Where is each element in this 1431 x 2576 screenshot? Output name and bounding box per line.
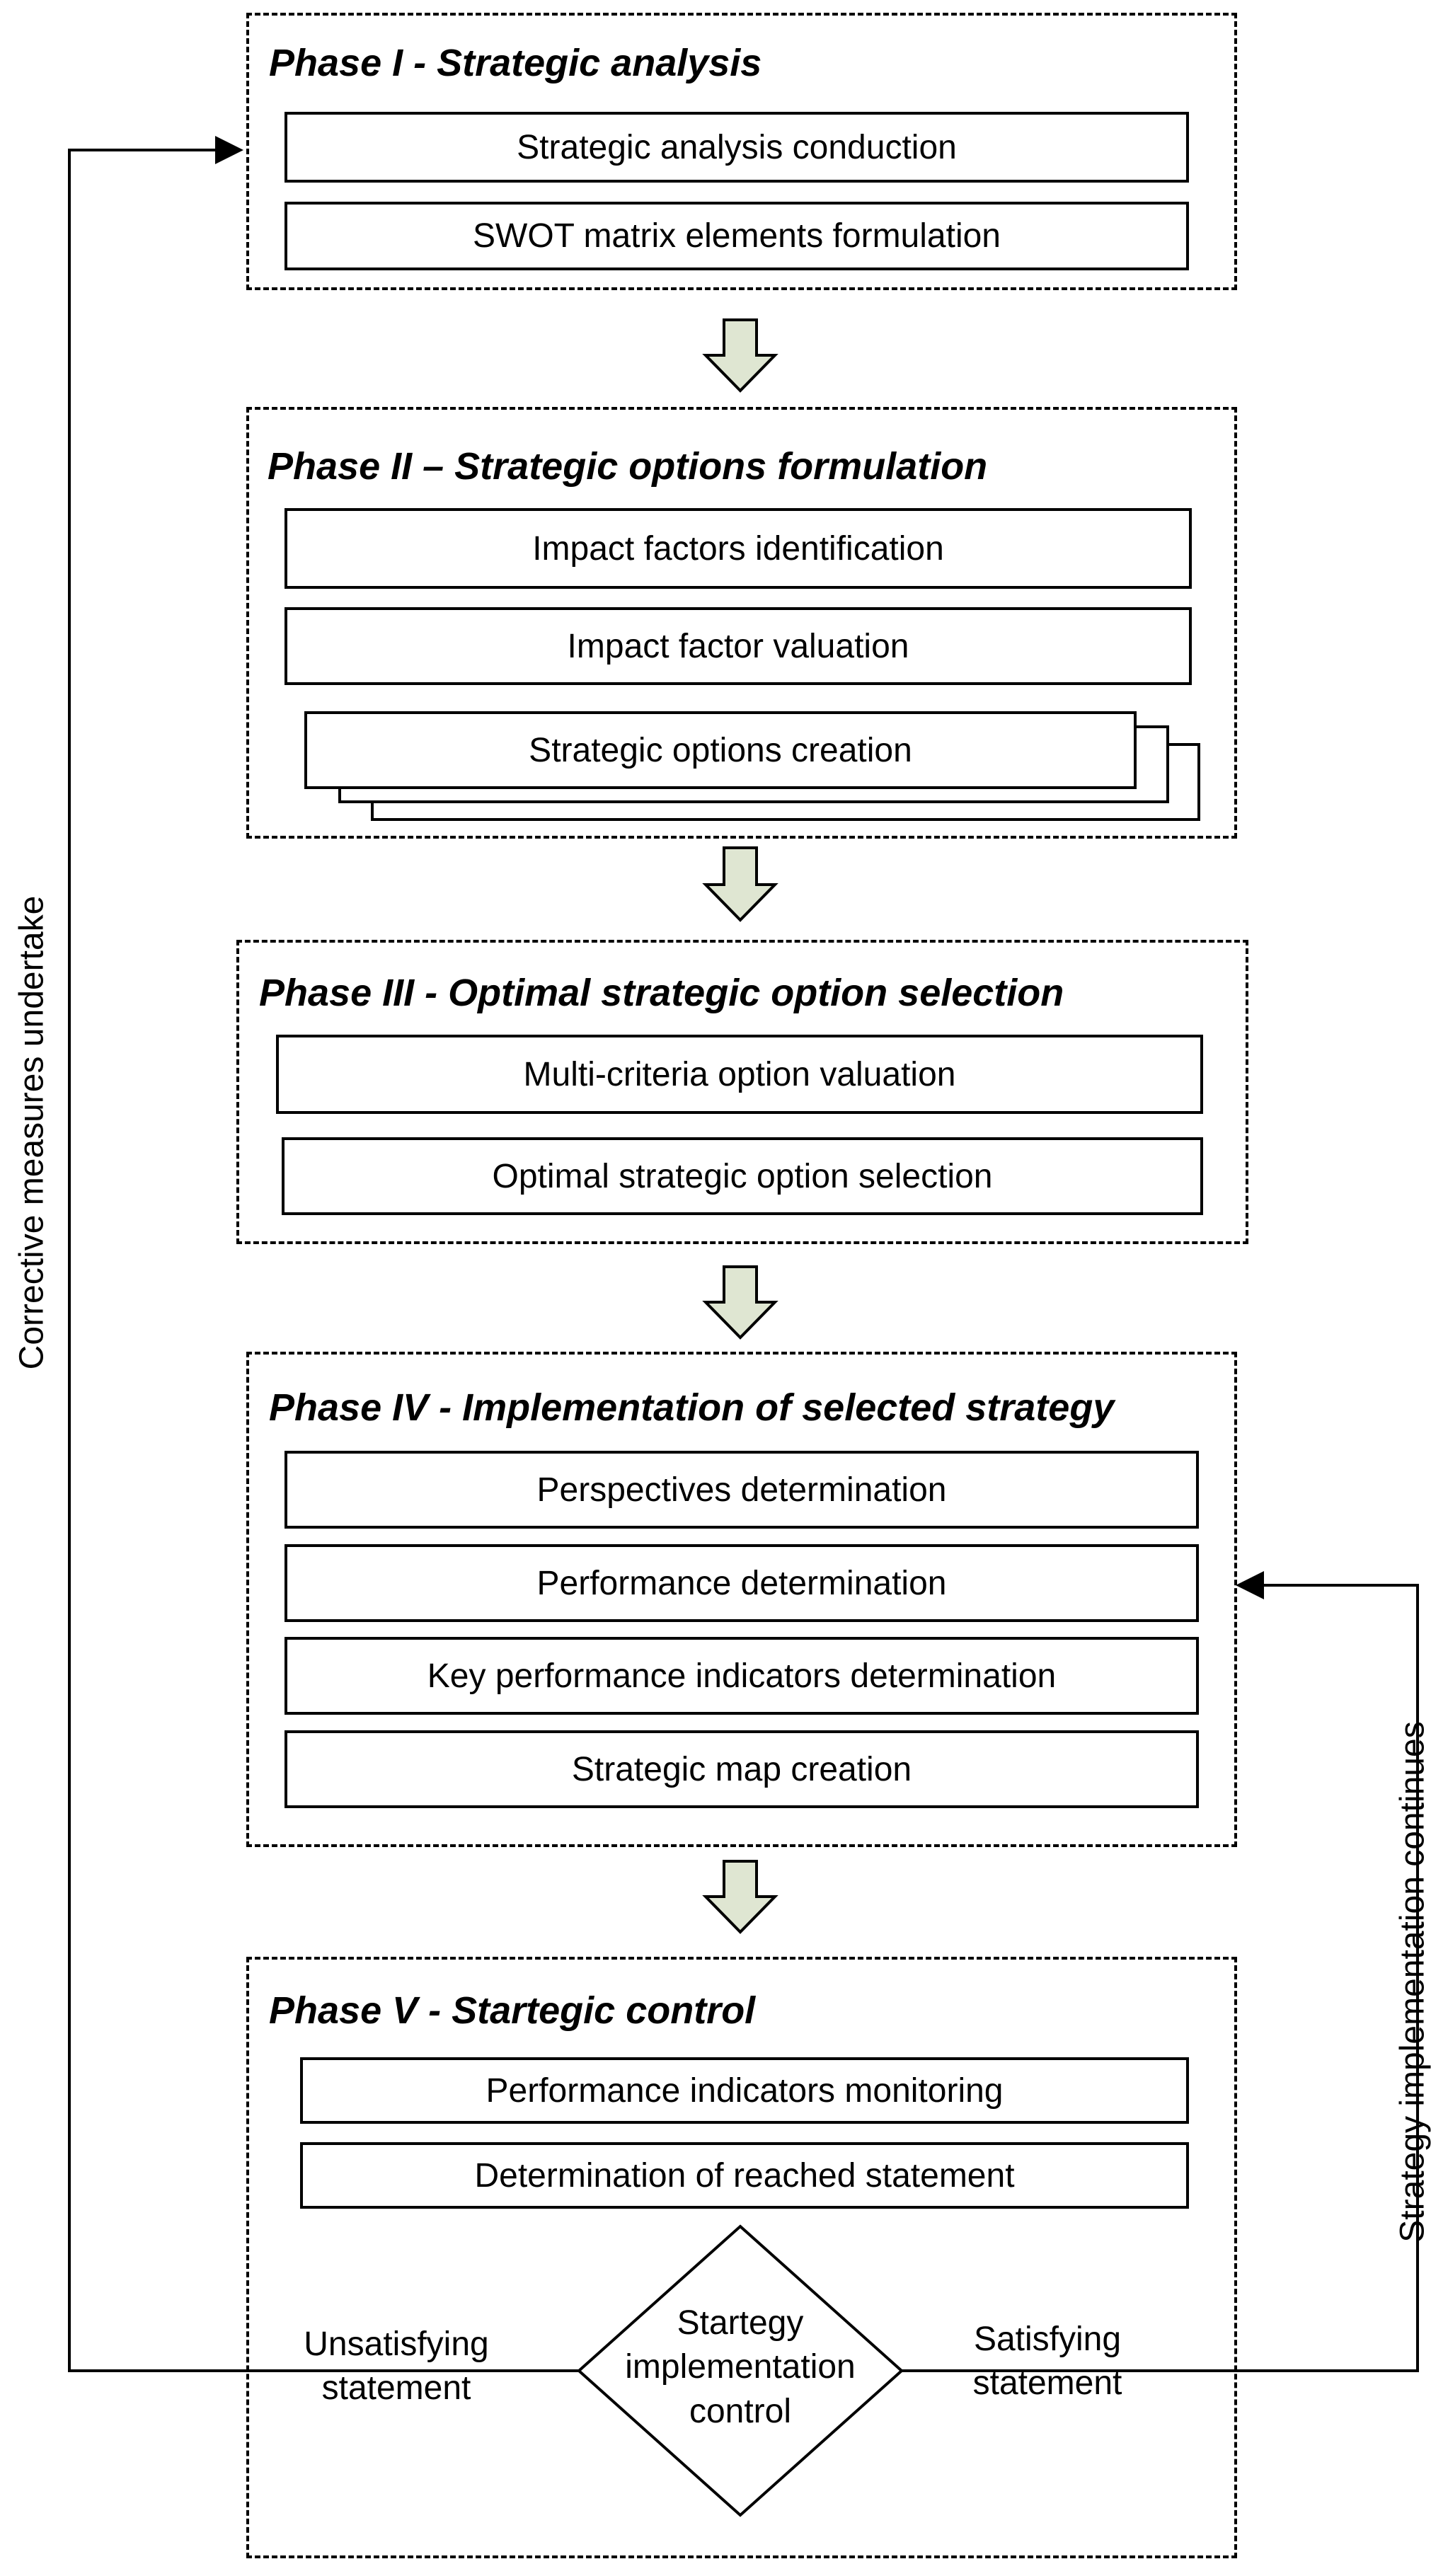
phase-5-container	[246, 1957, 1237, 2558]
phase-2-container	[246, 407, 1237, 839]
phase-5-step-1: Performance indicators monitoring	[300, 2057, 1189, 2124]
phase-1-title: Phase I - Strategic analysis	[269, 42, 762, 84]
flow-arrow-1-2	[702, 318, 778, 393]
unsatisfying-line-2: statement	[321, 2369, 471, 2408]
unsatisfying-statement-label: Unsatisfying statement	[269, 2323, 524, 2411]
phase-5-title: Phase V - Startegic control	[269, 1989, 756, 2032]
satisfying-line-2: statement	[972, 2364, 1122, 2403]
flow-arrow-4-5	[702, 1860, 778, 1934]
phase-2-title: Phase II – Strategic options formulation	[268, 445, 988, 488]
phase-3-step-2: Optimal strategic option selection	[282, 1137, 1203, 1215]
phase-4-step-4: Strategic map creation	[285, 1730, 1199, 1808]
decision-label-line-1: Startegy	[677, 2304, 804, 2342]
phase-3-container	[236, 940, 1248, 1244]
phase-2-step-1: Impact factors identification	[285, 508, 1192, 589]
phase-4-step-3: Key performance indicators determination	[285, 1637, 1199, 1715]
phase-4-step-1: Perspectives determination	[285, 1451, 1199, 1529]
decision-label-line-2: implementation	[625, 2348, 856, 2386]
phase-1-step-2: SWOT matrix elements formulation	[285, 202, 1189, 270]
phase-4-container	[246, 1352, 1237, 1847]
corrective-loop-line	[68, 136, 579, 2372]
flow-arrow-3-4	[702, 1265, 778, 1340]
corrective-measures-label: Corrective measures undertake	[13, 895, 51, 1370]
satisfying-statement-label: Satisfying statement	[927, 2318, 1168, 2406]
strategy-continues-label: Strategy implementation continues	[1393, 1721, 1431, 2243]
phase-2-step-3: Strategic options creation	[304, 711, 1137, 789]
decision-label: Startegy implementation control	[599, 2301, 882, 2434]
phase-3-title: Phase III - Optimal strategic option sel…	[259, 972, 1064, 1014]
phase-1-step-1: Strategic analysis conduction	[285, 112, 1189, 183]
unsatisfying-line-1: Unsatisfying	[304, 2325, 489, 2363]
decision-diamond	[577, 2224, 904, 2517]
phase-2-step-2: Impact factor valuation	[285, 607, 1192, 685]
phase-4-step-2: Performance determination	[285, 1544, 1199, 1622]
phase-3-step-1: Multi-criteria option valuation	[276, 1035, 1203, 1114]
satisfying-line-1: Satisfying	[973, 2321, 1122, 2358]
decision-label-line-3: control	[689, 2392, 792, 2430]
continue-loop-line	[902, 1571, 1419, 2372]
phase-4-title: Phase IV - Implementation of selected st…	[269, 1386, 1115, 1429]
phase-1-container	[246, 13, 1237, 290]
flow-arrow-2-3	[702, 846, 778, 922]
phase-5-step-2: Determination of reached statement	[300, 2142, 1189, 2209]
